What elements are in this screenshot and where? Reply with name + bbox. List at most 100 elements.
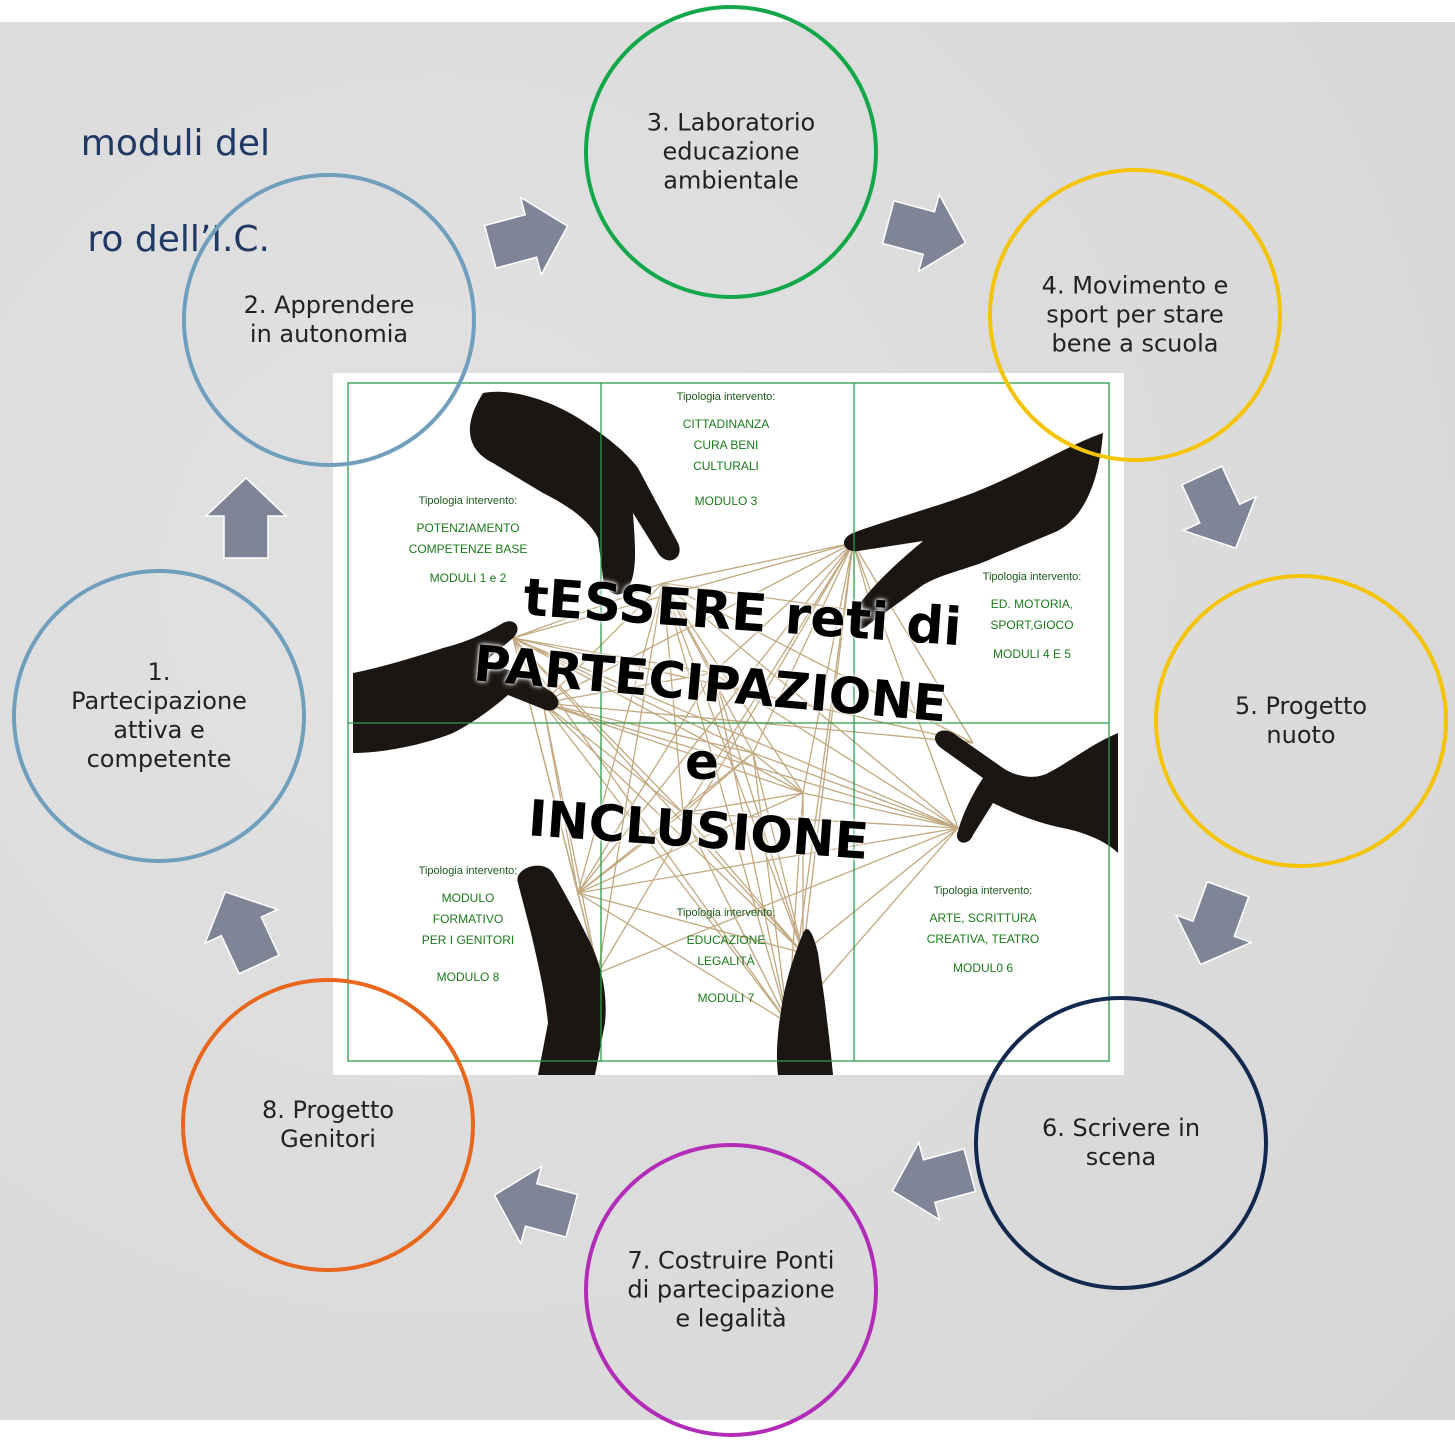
web-string [542, 542, 854, 704]
cell-line: FORMATIVO [432, 912, 504, 926]
module-circle-5 [1154, 574, 1448, 868]
cell-line: MODULO [441, 891, 495, 905]
cell-top-right: Tipologia intervento: ED. MOTORIA, SPORT… [925, 567, 1139, 665]
cell-line: COMPETENZE BASE [408, 542, 528, 556]
cell-module: MODULI 4 E 5 [992, 647, 1072, 661]
web-string [682, 752, 754, 814]
cell-tip: Tipologia intervento: [676, 391, 776, 403]
cell-tip: Tipologia intervento: [982, 571, 1082, 583]
hand-left [353, 621, 559, 753]
web-string [577, 892, 804, 954]
web-string [512, 637, 714, 674]
web-string [577, 892, 789, 1024]
web-string [512, 637, 959, 829]
web-string [542, 672, 714, 704]
cycle-arrow-5 [1174, 880, 1254, 966]
cycle-arrow-8 [203, 890, 280, 975]
module-circle-6 [974, 996, 1268, 1290]
poster-artwork [347, 382, 1118, 1075]
web-string [577, 752, 754, 894]
module-circle-8 [181, 978, 475, 1272]
poster-grid [347, 382, 1110, 1062]
cell-line: CREATIVA, TEATRO [926, 932, 1040, 946]
cell-module: MODULO 8 [436, 970, 500, 984]
circles-group [12, 5, 1448, 1437]
cell-module: MODULI 1 e 2 [429, 571, 507, 585]
web-string [662, 582, 789, 1024]
web-string [712, 672, 789, 1024]
central-poster: Tipologia intervento: POTENZIAMENTO COMP… [333, 373, 1124, 1075]
web-string [787, 542, 854, 1024]
module-circle-3 [584, 5, 878, 299]
web-string [752, 752, 789, 1024]
arrows-group [203, 192, 1258, 1246]
cell-line: LEGALITÀ [697, 954, 755, 968]
cell-top-left: Tipologia intervento: POTENZIAMENTO COMP… [361, 491, 575, 589]
cell-line: CULTURALI [693, 459, 759, 473]
cell-line: POTENZIAMENTO [416, 521, 520, 535]
string-web [512, 542, 974, 1024]
web-string [682, 542, 854, 814]
cell-module: MODUL0 6 [952, 961, 1014, 975]
cycle-arrow-2 [483, 195, 569, 277]
cell-top-middle: Tipologia intervento: CITTADINANZA CURA … [619, 387, 833, 512]
web-string [542, 702, 754, 754]
web-string [712, 672, 959, 829]
web-string [682, 812, 804, 954]
cell-line: ED. MOTORIA, [990, 597, 1074, 611]
module-circle-7 [584, 1143, 878, 1437]
web-string [512, 637, 684, 814]
web-string [752, 752, 804, 794]
cell-bottom-left: Tipologia intervento: MODULO FORMATIVO P… [361, 861, 575, 988]
cell-line: SPORT,GIOCO [990, 618, 1074, 632]
hand-top-left [469, 391, 680, 595]
module-circle-2 [182, 173, 476, 467]
web-string [512, 542, 854, 639]
web-string [682, 812, 959, 829]
web-string [542, 702, 804, 954]
slide-title: moduli del ro dell’I.C. [0, 72, 270, 312]
web-string [802, 827, 959, 954]
web-string [512, 582, 664, 639]
web-string [597, 827, 959, 974]
cell-module: MODULI 7 [697, 991, 755, 1005]
web-string [752, 752, 959, 829]
web-string [712, 542, 854, 674]
web-string [682, 792, 804, 814]
web-string [512, 637, 804, 954]
cell-line: EDUCAZIONE [686, 933, 766, 947]
hand-silhouettes [353, 391, 1118, 1075]
web-string [802, 542, 854, 954]
module-circle-4 [988, 168, 1282, 462]
cell-line: CITTADINANZA [682, 417, 770, 431]
web-string [802, 542, 854, 794]
web-string [662, 582, 684, 814]
web-string [852, 542, 974, 744]
title-line-1: moduli del [80, 123, 270, 164]
web-string [512, 637, 789, 1024]
cell-tip: Tipologia intervento: [933, 885, 1033, 897]
web-string [662, 542, 854, 584]
web-string [512, 637, 974, 744]
cell-line: PER I GENITORI [421, 933, 515, 947]
web-string [542, 702, 599, 974]
cycle-arrow-7 [493, 1164, 579, 1246]
web-string [577, 812, 684, 894]
cycle-arrow-1 [204, 476, 288, 559]
cycle-arrow-4 [1181, 465, 1258, 550]
hand-right [934, 730, 1118, 853]
web-string [512, 637, 754, 754]
cell-bottom-right: Tipologia intervento: ARTE, SCRITTURA CR… [871, 881, 1095, 979]
web-string [542, 702, 684, 814]
web-string [577, 582, 664, 894]
cell-tip: Tipologia intervento: [676, 907, 776, 919]
web-string [712, 672, 804, 954]
hand-bottom-middle [776, 929, 833, 1075]
title-line-2: ro dell’I.C. [87, 219, 270, 260]
web-string [542, 702, 959, 829]
web-string [752, 542, 854, 754]
web-string [577, 827, 959, 894]
cell-tip: Tipologia intervento: [418, 865, 518, 877]
hand-top-right [843, 433, 1103, 630]
